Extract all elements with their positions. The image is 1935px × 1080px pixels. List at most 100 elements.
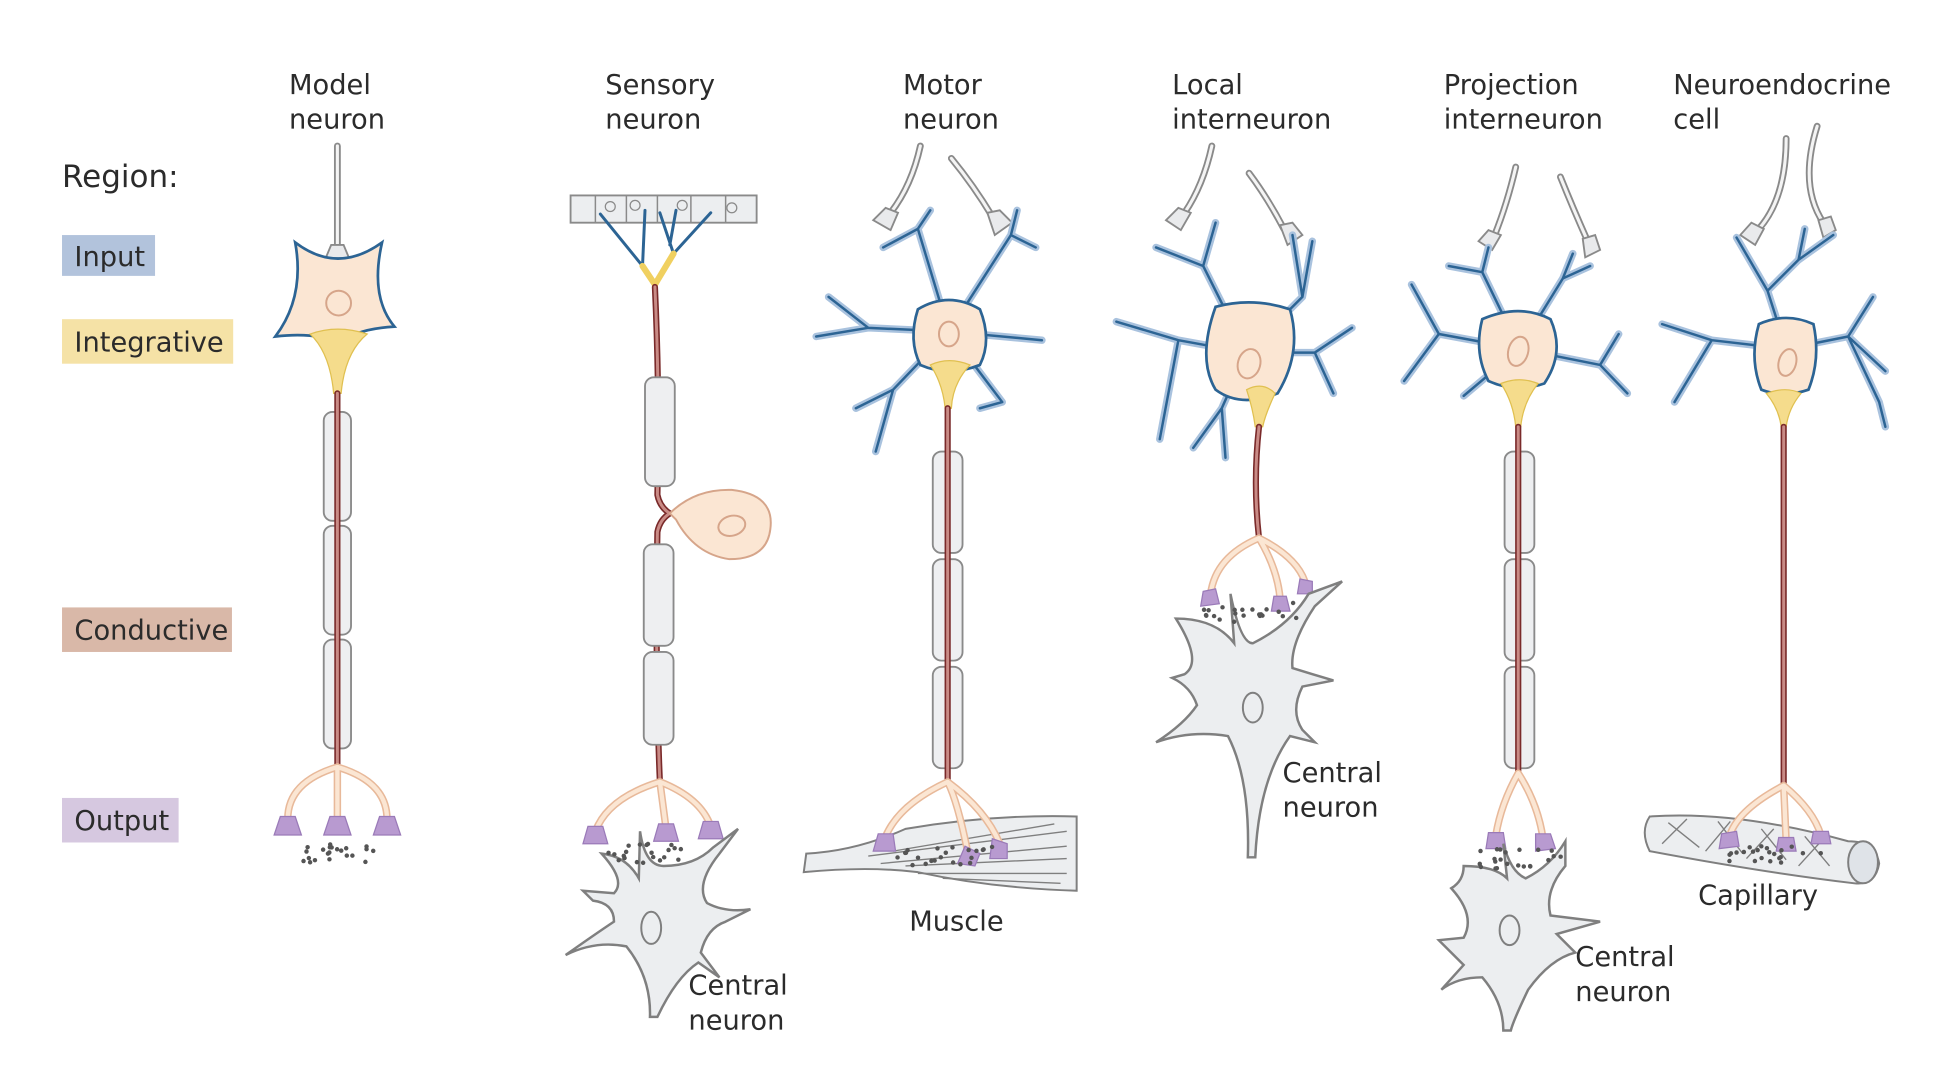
legend-swatch-conductive	[62, 607, 232, 652]
vesicle-dot	[938, 855, 944, 860]
title-neuroendocrine-line2: cell	[1673, 105, 1720, 136]
central-neuron	[564, 827, 751, 1019]
vesicle-dot	[1551, 853, 1556, 859]
vesicle-dot	[967, 860, 973, 866]
vesicle-dot	[932, 858, 937, 863]
neurotransmitter-vesicles	[606, 841, 684, 865]
vesicle-dot	[1800, 851, 1806, 856]
vesicle-dot	[1535, 847, 1541, 852]
vesicle-dot	[1789, 844, 1794, 849]
vesicle-dot	[649, 850, 654, 855]
region-legend: Region: Input Integrative Conductive Out…	[62, 159, 234, 843]
vesicle-dot	[1231, 619, 1237, 624]
vesicle-dot	[363, 859, 368, 865]
model-neuron	[272, 142, 402, 865]
vesicle-dot	[343, 846, 349, 851]
vesicle-dot	[1549, 848, 1554, 853]
title-neuroendocrine-line1: Neuroendocrine	[1673, 70, 1891, 101]
vesicle-dot	[1779, 848, 1784, 853]
vesicle-dot	[1727, 858, 1732, 864]
title-model-line1: Model	[289, 70, 371, 101]
vesicle-dot	[622, 855, 627, 861]
vesicle-dot	[1768, 859, 1773, 864]
vesicle-dot	[1257, 612, 1262, 617]
vesicle-dot	[623, 849, 629, 855]
epithelium	[569, 194, 758, 224]
vesicle-dot	[1755, 847, 1760, 853]
sensory-endings	[598, 208, 713, 268]
vesicle-dot	[943, 850, 949, 855]
title-model-line2: neuron	[289, 105, 385, 136]
vesicle-dot	[1240, 607, 1245, 612]
neurotransmitter-vesicles	[301, 842, 376, 865]
vesicle-dot	[1504, 861, 1510, 867]
projection-interneuron: Central neuron	[1400, 163, 1675, 1032]
vesicle-dot	[1734, 850, 1739, 855]
vesicle-dot	[650, 854, 656, 860]
vesicle-dot	[969, 855, 974, 861]
vesicle-dot	[1517, 847, 1522, 852]
vesicle-dot	[1220, 605, 1225, 610]
vesicle-dot	[666, 847, 671, 853]
title-projection-line2: interneuron	[1444, 105, 1603, 136]
vesicle-dot	[1241, 613, 1246, 618]
vesicle-dot	[974, 848, 979, 854]
presynaptic-axon	[323, 142, 352, 261]
cell-body	[668, 488, 772, 561]
vesicle-dot	[1217, 617, 1222, 622]
sensory-neuron: Central neuron	[564, 194, 788, 1036]
vesicle-dot	[895, 855, 900, 860]
vesicle-dot	[320, 847, 326, 852]
neuron-titles: Model neuron Sensory neuron Motor neuron…	[289, 70, 1891, 136]
vesicle-dot	[1477, 861, 1483, 867]
vesicle-dot	[1759, 844, 1764, 849]
vesicle-dot	[1778, 854, 1783, 860]
vesicle-dot	[1211, 613, 1217, 619]
vesicle-dot	[640, 860, 646, 865]
vesicle-dot	[1206, 608, 1211, 613]
axon-hillock	[308, 328, 369, 395]
legend-title: Region:	[62, 159, 179, 195]
title-local-line1: Local	[1172, 70, 1243, 101]
title-motor-line1: Motor	[903, 70, 983, 101]
target-label-central-line2: neuron	[1575, 977, 1671, 1008]
target-label-capillary: Capillary	[1698, 880, 1818, 911]
vesicle-dot	[306, 855, 312, 861]
vesicle-dot	[678, 846, 684, 852]
vesicle-dot	[626, 843, 631, 848]
vesicle-dot	[1293, 615, 1299, 621]
vesicle-dot	[661, 855, 667, 860]
target-label-central-line1: Central	[688, 971, 787, 1002]
vesicle-dot	[334, 847, 340, 852]
vesicle-dot	[950, 845, 955, 850]
vesicle-dot	[364, 846, 369, 852]
vesicle-dot	[1494, 847, 1500, 852]
vesicle-dot	[307, 860, 313, 865]
vesicle-dot	[676, 857, 681, 862]
local-interneuron: Central neuron	[1112, 142, 1382, 859]
legend-label-integrative: Integrative	[74, 327, 223, 358]
synaptic-terminal	[372, 815, 402, 836]
vesicle-dot	[929, 858, 934, 864]
vesicle-dot	[370, 848, 376, 854]
title-sensory-line1: Sensory	[605, 70, 715, 101]
vesicle-dot	[903, 850, 909, 855]
vesicle-dot	[1778, 860, 1784, 865]
vesicle-dot	[1546, 857, 1551, 863]
integrative-zone	[639, 250, 677, 288]
vesicle-dot	[1498, 857, 1503, 862]
vesicle-dot	[312, 857, 318, 863]
soma	[272, 239, 398, 346]
vesicle-dot	[1527, 863, 1533, 869]
vesicle-dot	[327, 850, 332, 855]
vesicle-dot	[966, 847, 971, 853]
vesicle-dot	[1759, 855, 1764, 861]
legend-swatch-integrative	[62, 319, 234, 364]
vesicle-dot	[1741, 849, 1747, 855]
vesicle-dot	[1503, 850, 1508, 855]
legend-label-output: Output	[74, 806, 169, 837]
vesicle-dot	[1747, 845, 1752, 850]
vesicle-dot	[923, 861, 928, 867]
nucleus	[325, 289, 353, 317]
